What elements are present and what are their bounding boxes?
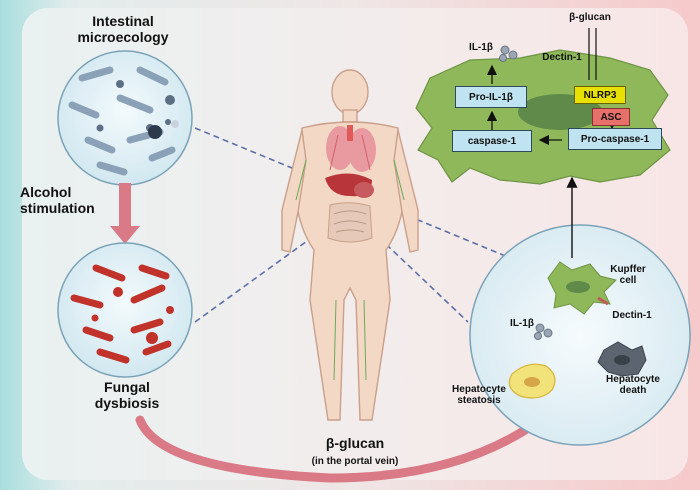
kupffer-cell-label: Kupffer cell — [610, 264, 646, 287]
kupffer-cell-large — [415, 49, 671, 185]
fungal-dysbiosis-circle — [57, 242, 193, 378]
organs — [295, 125, 405, 381]
connector-gut-to-liver — [349, 209, 469, 323]
hepatocyte-death-label: Hepatocyte death — [606, 374, 660, 397]
portal-vein-label: (in the portal vein) — [311, 456, 399, 467]
liver-circle — [469, 224, 691, 446]
asc-box: ASC — [592, 108, 630, 126]
connector-bottom-to-gut — [194, 209, 351, 323]
il1b-cell-label: IL-1β — [469, 42, 493, 53]
alcohol-stimulation-label: Alcohol stimulation — [20, 184, 95, 216]
alcohol-arrow — [110, 183, 140, 244]
intestinal-microbiome-circle — [57, 50, 193, 186]
fungal-dysbiosis-label: Fungal dysbiosis — [94, 379, 160, 411]
pro-caspase1-box: Pro-caspase-1 — [568, 128, 662, 150]
dectin1-cell-label: Dectin-1 — [542, 52, 582, 63]
caspase1-box: caspase-1 — [452, 130, 532, 152]
nlrp3-box: NLRP3 — [574, 86, 626, 104]
hepatocyte-steatosis-label: Hepatocyte steatosis — [452, 384, 506, 407]
dectin1-receptor — [588, 28, 597, 80]
beta-glucan-receptor-label: β-glucan — [569, 12, 611, 23]
pro-il1b-box: Pro-IL-1β — [455, 86, 527, 108]
intestinal-microecology-label: Intestinal microecology — [77, 13, 169, 45]
beta-glucan-label: β-glucan — [325, 435, 385, 451]
il1b-liver-label: IL-1β — [510, 318, 534, 329]
dectin1-liver-label: Dectin-1 — [612, 310, 652, 321]
